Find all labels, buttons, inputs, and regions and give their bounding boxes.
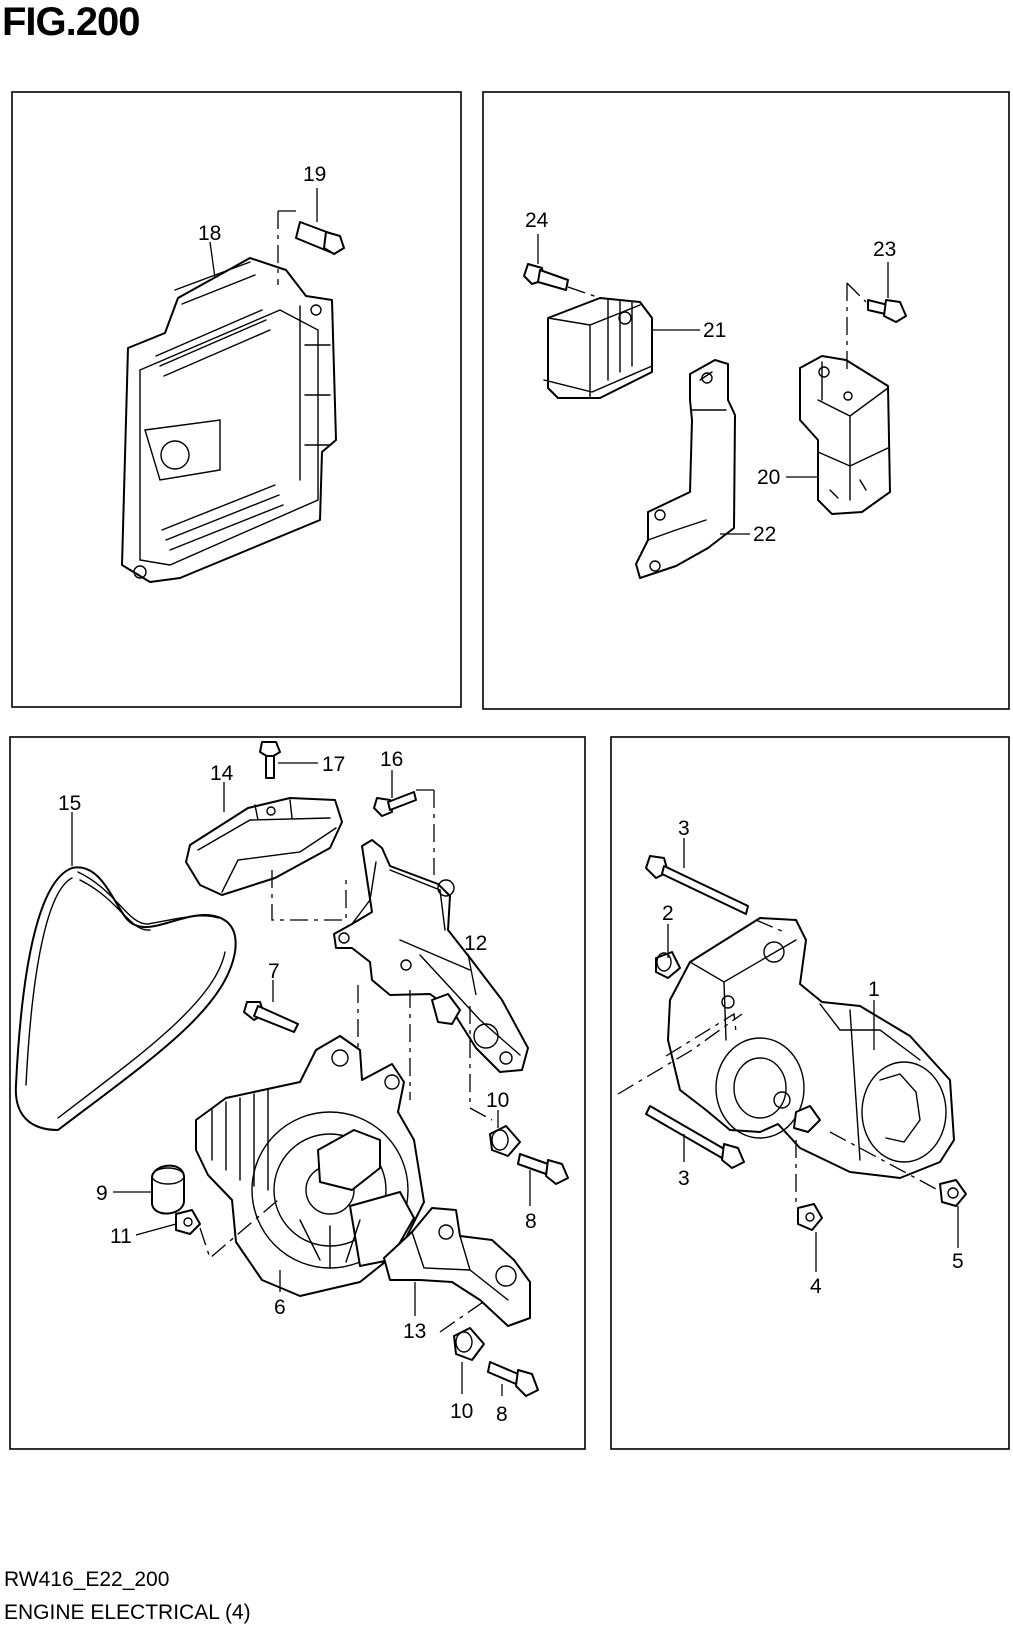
callout-16: 16 <box>380 748 403 771</box>
leader-18 <box>209 241 216 279</box>
callout-8-lower: 8 <box>496 1403 508 1426</box>
callout-20: 20 <box>757 466 780 489</box>
callout-3-lower: 3 <box>678 1167 690 1190</box>
panel-starter <box>610 736 1010 1450</box>
leader-11 <box>135 1223 177 1236</box>
bolt-3-upper-guide <box>755 919 785 933</box>
leader-12 <box>467 953 477 996</box>
relay-20 <box>799 355 891 515</box>
diagram-title: ENGINE ELECTRICAL (4) <box>4 1601 251 1624</box>
panel-alternator <box>9 736 586 1450</box>
bolt-3-upper <box>645 855 749 915</box>
callout-4: 4 <box>810 1275 822 1298</box>
bolt-17 <box>259 741 281 779</box>
bolt-3-lower <box>645 1105 745 1169</box>
nut-5-guide <box>829 1131 939 1191</box>
nut-5 <box>939 1179 967 1207</box>
bracket-13 <box>383 1207 531 1327</box>
callout-15: 15 <box>58 792 81 815</box>
bracket-14 <box>185 797 343 896</box>
relay-bolt-23 <box>867 299 907 323</box>
callout-17: 17 <box>322 753 345 776</box>
nut-11-guide <box>199 1199 279 1260</box>
sleeve-2 <box>655 951 681 979</box>
callout-9: 9 <box>96 1182 108 1205</box>
bolt-16 <box>373 791 417 817</box>
callout-5: 5 <box>952 1250 964 1273</box>
callout-8-upper: 8 <box>525 1210 537 1233</box>
callout-13: 13 <box>403 1320 426 1343</box>
callout-10-lower: 10 <box>450 1400 473 1423</box>
callout-23: 23 <box>873 238 896 261</box>
relay-bolt-24-guide <box>567 286 601 299</box>
bracket-14-guide <box>271 870 347 921</box>
collar-10-upper <box>489 1125 521 1157</box>
bracket-13-guide <box>439 1299 487 1333</box>
callout-11: 11 <box>110 1225 132 1248</box>
callout-22: 22 <box>753 523 776 546</box>
callout-14: 14 <box>210 762 234 785</box>
callout-10-upper: 10 <box>486 1089 509 1112</box>
nut-11 <box>175 1209 201 1235</box>
bolt-8-upper <box>517 1153 569 1185</box>
drive-belt-15 <box>14 866 237 1131</box>
bracket-22 <box>635 359 736 579</box>
callout-2: 2 <box>662 902 674 925</box>
callout-1: 1 <box>868 978 880 1001</box>
nut-4 <box>797 1203 823 1231</box>
collar-10-lower <box>453 1327 485 1361</box>
ecm-bolt <box>295 221 345 255</box>
grommet-9 <box>151 1164 185 1215</box>
bracket-12 <box>333 839 529 1073</box>
ecm-unit <box>121 257 337 583</box>
collar-10-guide <box>469 1006 493 1121</box>
diagram-code: RW416_E22_200 <box>4 1568 170 1591</box>
callout-3-upper: 3 <box>678 817 690 840</box>
figure-title: FIG.200 <box>2 0 141 44</box>
callout-7: 7 <box>268 960 280 983</box>
panel-ecm <box>11 91 462 708</box>
starter-guide-b <box>665 1012 737 1057</box>
relay-bolt-23-guide-top <box>846 282 867 303</box>
relay-21 <box>543 297 653 399</box>
panel-relays <box>482 91 1010 710</box>
bolt-8-lower <box>487 1361 539 1397</box>
callout-24: 24 <box>525 209 549 232</box>
callout-21: 21 <box>703 319 726 342</box>
callout-6: 6 <box>274 1296 286 1319</box>
starter-motor-1 <box>667 917 955 1179</box>
callout-18: 18 <box>198 222 221 245</box>
callout-19: 19 <box>303 163 326 186</box>
relay-bolt-24 <box>523 263 569 291</box>
callout-12: 12 <box>464 932 487 955</box>
starter-guide-a <box>617 1013 743 1095</box>
alternator-6 <box>195 1035 425 1297</box>
bolt-7 <box>243 1001 299 1033</box>
